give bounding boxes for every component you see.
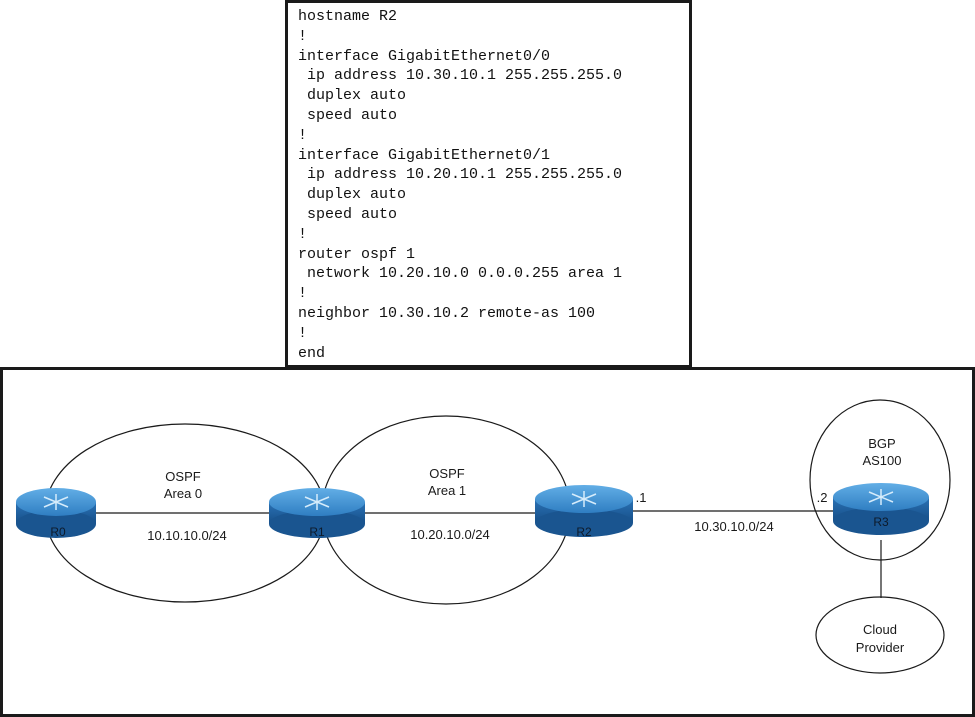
config-line: network 10.20.10.0 0.0.0.255 area 1 [298,265,623,283]
area1-subnet: 10.20.10.0/24 [410,527,490,542]
r2-host-label: .1 [636,490,647,505]
router-r2-label: R2 [576,525,592,539]
config-line: router ospf 1 [298,245,416,263]
config-line: ! [298,126,308,144]
config-panel: hostname R2 ! interface GigabitEthernet0… [285,0,692,368]
network-diagram: R0 R1 R2 R3 OSPF Area 0 10.10.10.0/24 OS… [0,367,975,717]
router-r1-icon [269,488,365,538]
router-r1-label: R1 [309,525,325,539]
bgp-title-line2: AS100 [862,453,901,468]
config-line: speed auto [298,205,398,223]
router-r2-icon [535,485,633,537]
config-line: duplex auto [298,186,407,204]
bgp-as-ellipse [809,399,951,561]
r2-r3-subnet: 10.30.10.0/24 [694,519,774,534]
config-line: ip address 10.20.10.1 255.255.255.0 [298,166,623,184]
cloud-label-line1: Cloud [863,622,897,637]
config-line: interface GigabitEthernet0/1 [298,146,551,164]
area1-title-line2: Area 1 [428,483,466,498]
area0-title-line1: OSPF [165,469,200,484]
area0-subnet: 10.10.10.0/24 [147,528,227,543]
router-r3-icon [833,483,929,535]
router-r0-icon [16,488,96,538]
bgp-title-line1: BGP [868,436,895,451]
router-r0-label: R0 [50,525,66,539]
config-line: ! [298,324,308,342]
config-line: ! [298,285,308,303]
area0-title-line2: Area 0 [164,486,202,501]
config-line: duplex auto [298,87,407,105]
config-line: hostname R2 [298,8,398,25]
area1-title-line1: OSPF [429,466,464,481]
config-line: ! [298,225,308,243]
config-line: neighbor 10.30.10.2 remote-as 100 [298,304,596,322]
router-r3-label: R3 [873,515,889,529]
config-line: interface GigabitEthernet0/0 [298,47,551,65]
config-line: speed auto [298,106,398,124]
config-line: end [298,344,326,362]
r3-host-label: .2 [817,490,828,505]
config-line: ip address 10.30.10.1 255.255.255.0 [298,67,623,85]
config-line: ! [298,27,308,45]
config-text: hostname R2 ! interface GigabitEthernet0… [288,3,689,363]
cloud-label-line2: Provider [856,640,905,655]
topology-svg: R0 R1 R2 R3 OSPF Area 0 10.10.10.0/24 OS… [16,399,951,674]
cloud-provider-ellipse [815,596,945,674]
